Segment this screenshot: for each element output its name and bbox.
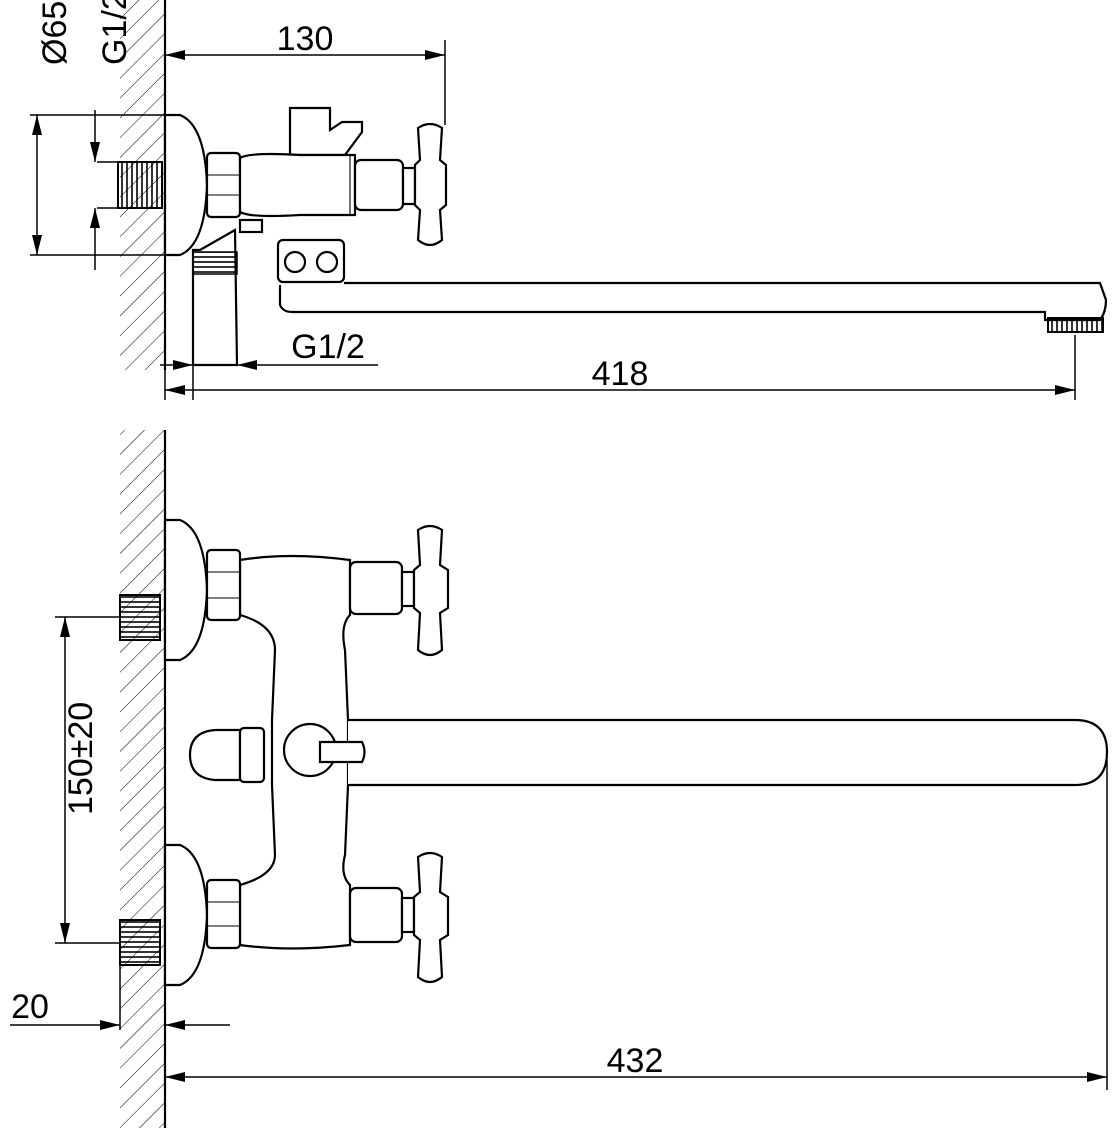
spout bbox=[278, 281, 1108, 322]
front-view: 150±20 20 432 bbox=[10, 430, 1109, 1128]
lower-cross-handle bbox=[412, 851, 450, 984]
dim-130: 130 bbox=[277, 20, 334, 58]
wall-hatch-front bbox=[120, 430, 165, 1128]
upper-flange bbox=[163, 518, 209, 662]
front-spout bbox=[348, 718, 1109, 787]
dim-20: 20 bbox=[11, 988, 49, 1026]
top-view: 130 Ø65 G1/2 G1/2 418 bbox=[30, 0, 1108, 400]
dim-diameter-65: Ø65 bbox=[36, 1, 74, 65]
outlet-thread bbox=[192, 251, 238, 275]
dim-inlet-thread: G1/2 bbox=[96, 0, 134, 65]
upper-inlet-thread bbox=[119, 594, 161, 641]
diverter-lever bbox=[288, 106, 364, 157]
upper-cross-handle bbox=[412, 524, 450, 657]
dim-150-20: 150±20 bbox=[62, 702, 100, 815]
end-cap bbox=[188, 728, 242, 782]
hex-nut bbox=[205, 151, 242, 219]
dim-418: 418 bbox=[592, 355, 649, 393]
cross-handle bbox=[413, 122, 448, 247]
mixer-body bbox=[238, 152, 357, 218]
inlet-thread bbox=[117, 161, 163, 209]
lower-inlet-thread bbox=[119, 919, 161, 966]
aerator bbox=[1047, 317, 1104, 333]
dim-outlet-thread: G1/2 bbox=[291, 328, 365, 366]
wall-flange bbox=[163, 113, 209, 257]
lower-flange bbox=[163, 843, 209, 987]
dim-432: 432 bbox=[607, 1042, 664, 1080]
